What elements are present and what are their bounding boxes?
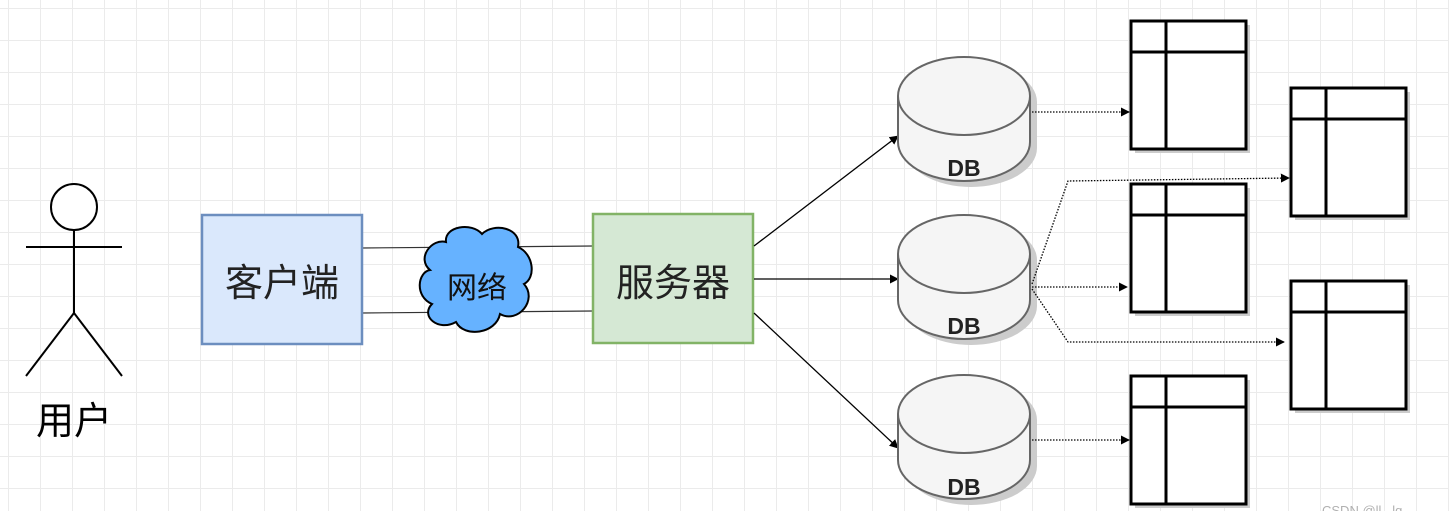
network-node[interactable]: 网络 bbox=[418, 226, 533, 333]
arrow-db2-table4 bbox=[1031, 288, 1285, 347]
db-2-label: DB bbox=[947, 313, 980, 339]
watermark: CSDN @ll...lq bbox=[1322, 503, 1402, 511]
user-head bbox=[50, 183, 98, 231]
arrow-db2-table2 bbox=[1031, 173, 1290, 285]
server-label: 服务器 bbox=[616, 261, 730, 305]
table-1-body bbox=[1129, 19, 1248, 151]
table-node-2[interactable] bbox=[1289, 86, 1410, 220]
table-node-5[interactable] bbox=[1129, 374, 1250, 508]
client-label: 客户端 bbox=[225, 261, 339, 305]
db-node-1[interactable]: DB bbox=[897, 56, 1037, 187]
db-node-3[interactable]: DB bbox=[897, 374, 1037, 505]
db-1-label: DB bbox=[947, 155, 980, 181]
user-left-leg bbox=[25, 312, 75, 377]
db-1-top bbox=[897, 56, 1031, 136]
table-node-4[interactable] bbox=[1289, 279, 1410, 413]
client-box bbox=[200, 213, 364, 346]
user-label: 用户 bbox=[36, 399, 112, 443]
user-right-leg bbox=[73, 312, 123, 377]
server-node[interactable]: 服务器 bbox=[591, 212, 755, 345]
arrow-server-db1 bbox=[753, 135, 899, 247]
db-3-label: DB bbox=[947, 474, 980, 500]
table-3-body bbox=[1129, 182, 1248, 314]
db-table-arrows bbox=[1031, 107, 1290, 445]
db-3-top bbox=[897, 374, 1031, 454]
table-4-body bbox=[1289, 279, 1408, 411]
db-2-top bbox=[897, 214, 1031, 294]
table-5-body bbox=[1129, 374, 1248, 506]
user-actor[interactable]: 用户 bbox=[25, 183, 123, 443]
client-node[interactable]: 客户端 bbox=[200, 213, 364, 346]
table-2-body bbox=[1289, 86, 1408, 218]
db-node-2[interactable]: DB bbox=[897, 214, 1037, 345]
arrow-server-db3 bbox=[753, 312, 899, 449]
server-box bbox=[591, 212, 755, 345]
server-db-arrows bbox=[753, 135, 899, 449]
table-node-3[interactable] bbox=[1129, 182, 1250, 316]
network-cloud bbox=[418, 226, 533, 333]
table-node-1[interactable] bbox=[1129, 19, 1250, 153]
network-label: 网络 bbox=[447, 271, 507, 306]
